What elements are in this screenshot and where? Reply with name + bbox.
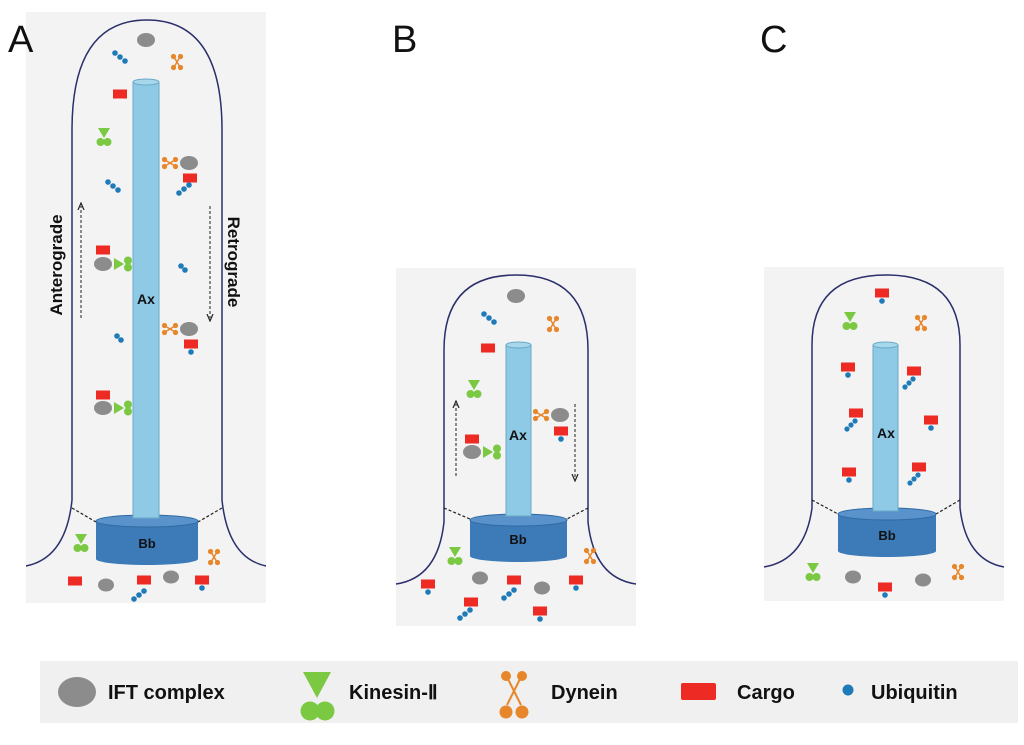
legend-ift-label: IFT complex [108, 682, 225, 704]
ift-complex [845, 570, 861, 584]
axoneme-label: Ax [137, 291, 155, 307]
cargo [113, 89, 127, 99]
legend-ift-complex: IFT complex [58, 677, 225, 707]
ift-complex-icon [58, 677, 96, 707]
retrograde-label: Retrograde [224, 217, 243, 308]
legend-ubiquitin: Ubiquitin [842, 682, 958, 704]
ift-complex [463, 445, 481, 459]
ubiquitin [178, 263, 184, 269]
axoneme [132, 78, 160, 519]
ift-complex [534, 581, 550, 595]
panel-letter: B [392, 19, 417, 61]
axoneme-label: Ax [877, 425, 895, 441]
legend-kinesin-label: Kinesin-Ⅱ [349, 682, 438, 704]
ift-complex [180, 156, 198, 170]
axoneme-label: Ax [509, 427, 527, 443]
ciliary-membrane [395, 274, 637, 585]
cargo [96, 390, 110, 400]
ift-complex [163, 570, 179, 584]
panel-a: Ax Bb A Anterograde Retrograde [8, 12, 267, 603]
cargo [465, 434, 479, 444]
panel-letter: C [760, 19, 787, 61]
ubiquitin-icon [842, 684, 854, 696]
legend-cargo: Cargo [681, 682, 795, 704]
basal-body-label: Bb [878, 528, 895, 543]
cargo [68, 576, 82, 586]
cargo-icon [681, 683, 716, 700]
basal-body [837, 507, 937, 557]
ift-complex [98, 578, 114, 592]
ift-complex [94, 257, 112, 271]
cargo [464, 597, 478, 607]
basal-body-label: Bb [138, 536, 155, 551]
legend-dynein-label: Dynein [551, 682, 618, 704]
basal-body-label: Bb [509, 532, 526, 547]
panel-c: Ax Bb C [760, 19, 1005, 601]
cargo [507, 575, 521, 585]
ift-complex [180, 322, 198, 336]
ift-complex [551, 408, 569, 422]
ubiquitin [114, 333, 120, 339]
axoneme [505, 341, 532, 517]
legend-cargo-label: Cargo [737, 682, 795, 704]
anterograde-label: Anterograde [47, 214, 66, 315]
ift-complex [472, 571, 488, 585]
cargo [96, 245, 110, 255]
ciliary-membrane [25, 19, 267, 567]
cargo [183, 173, 197, 183]
legend-ubiquitin-label: Ubiquitin [871, 682, 958, 704]
ubiquitin [182, 267, 188, 273]
basal-body [469, 513, 568, 562]
panel-b: Ax Bb B [392, 19, 637, 626]
ift-complex [507, 289, 525, 303]
cargo [137, 575, 151, 585]
legend: IFT complex Kinesin-Ⅱ Dynein Cargo Ubiqu… [40, 661, 1018, 723]
legend-background [40, 661, 1018, 723]
dynein-icon [501, 671, 511, 681]
ift-complex [137, 33, 155, 47]
ubiquitin [118, 337, 124, 343]
legend-kinesin: Kinesin-Ⅱ [300, 672, 438, 721]
axoneme [872, 341, 899, 512]
ciliary-membrane [763, 274, 1005, 568]
panel-letter: A [8, 19, 34, 61]
cargo [481, 343, 495, 353]
ift-complex [915, 573, 931, 587]
legend-dynein: Dynein [499, 671, 618, 719]
ift-complex [94, 401, 112, 415]
kinesin-icon [303, 672, 331, 698]
transition-zone [566, 507, 589, 520]
